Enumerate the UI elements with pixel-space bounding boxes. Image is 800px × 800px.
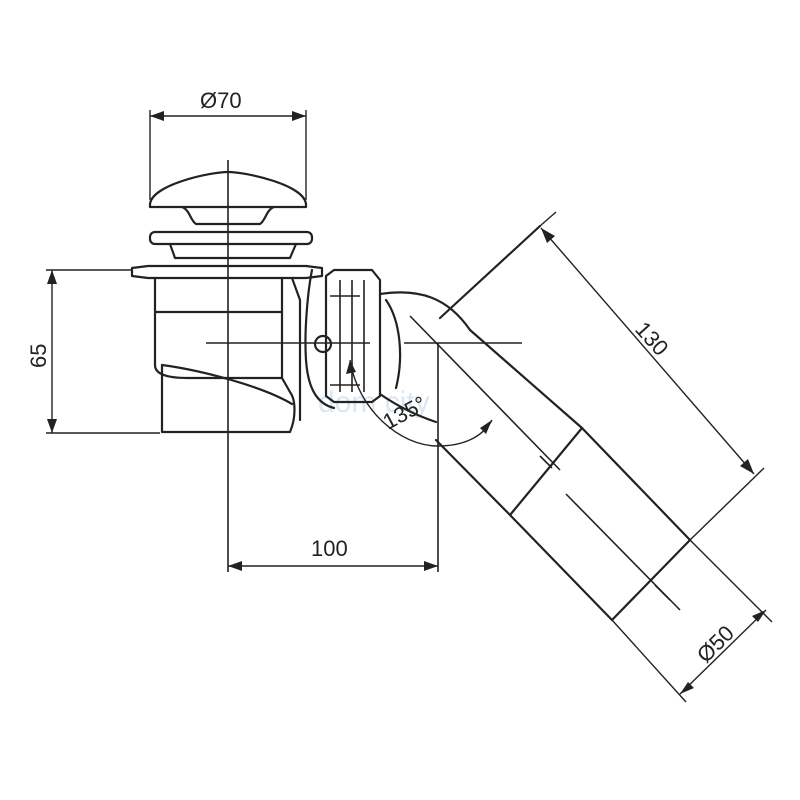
dim-outlet-diameter — [611, 539, 773, 703]
outlet-diameter-label: Ø50 — [692, 620, 739, 667]
union-nut — [324, 268, 382, 404]
offset-label: 100 — [311, 536, 348, 561]
dim-length — [539, 211, 765, 541]
side-knob — [313, 334, 333, 354]
cap-diameter-label: Ø70 — [200, 88, 242, 113]
length-label: 130 — [630, 317, 673, 361]
dim-offset — [228, 561, 438, 571]
dim-cap-diameter — [149, 110, 307, 200]
trap-body — [153, 268, 336, 434]
drain-flange — [130, 230, 324, 280]
pipe-elbow — [378, 291, 472, 424]
center-lines — [206, 160, 681, 611]
outlet-pipe — [434, 224, 692, 622]
dim-angle — [346, 359, 493, 447]
dim-height — [46, 269, 160, 434]
height-label: 65 — [26, 344, 51, 368]
